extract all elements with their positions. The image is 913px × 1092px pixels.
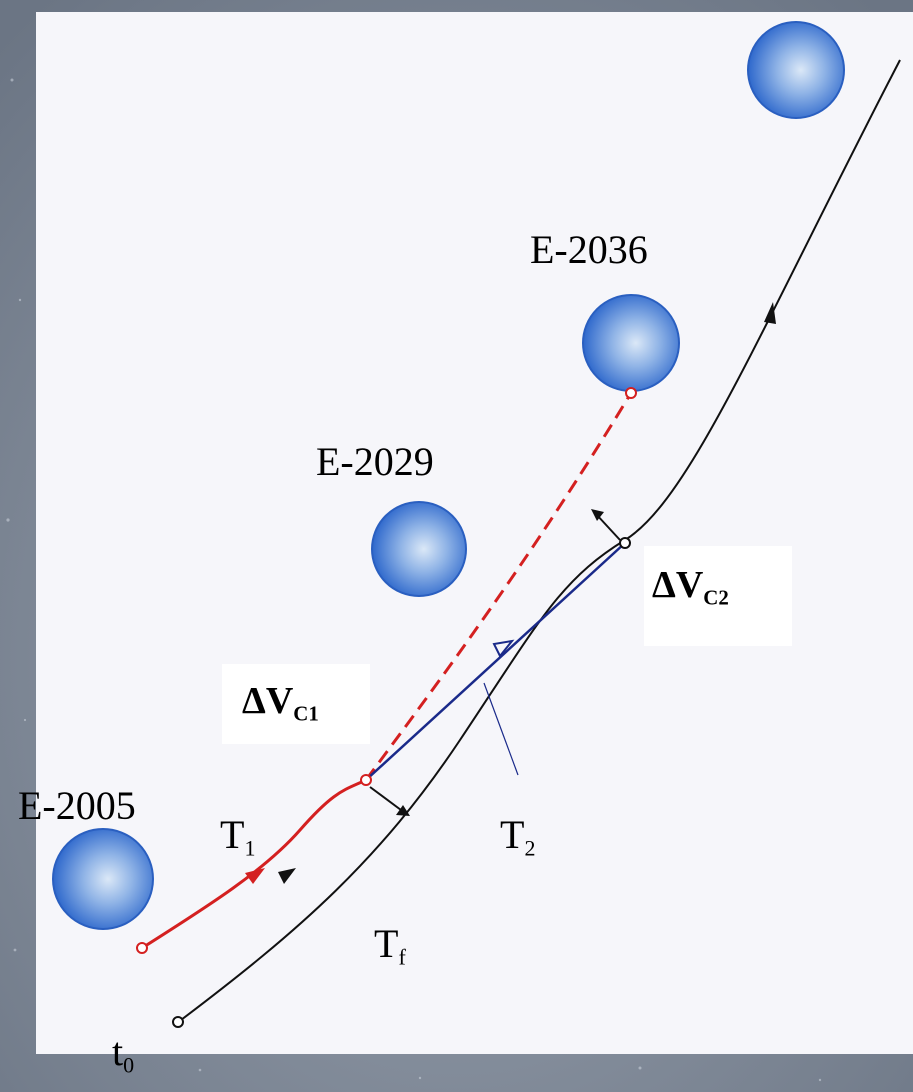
earth-2029-icon — [371, 501, 467, 597]
t0-sub: 0 — [123, 1052, 135, 1078]
arrowhead-icon — [591, 509, 604, 521]
arrowhead-icon — [396, 805, 410, 816]
arrowhead-icon — [278, 868, 296, 884]
tf-sub: f — [398, 944, 406, 970]
arrival-2036-marker — [625, 387, 637, 399]
t2-main: T — [500, 812, 525, 857]
arrowhead-icon — [764, 302, 776, 324]
label-t1: T1 — [220, 812, 255, 860]
dv-c2-main: ΔV — [652, 564, 704, 606]
arrowhead-icon — [492, 639, 515, 658]
label-t2: T2 — [500, 812, 535, 860]
label-e2036: E-2036 — [530, 227, 648, 272]
reference-trajectory-tf — [180, 59, 901, 1021]
label-dv-c2: ΔVC2 — [652, 564, 729, 608]
dv-c2-arrow — [595, 513, 621, 541]
paper-sheet — [36, 12, 913, 1054]
t0-main: t — [112, 1029, 124, 1074]
t1-main: T — [220, 812, 245, 857]
label-e2029: E-2029 — [316, 439, 434, 484]
start-point-marker — [172, 1016, 184, 1028]
label-e2005: E-2005 — [18, 783, 136, 828]
dv-c1-main: ΔV — [242, 680, 294, 722]
trajectory-t2 — [365, 542, 626, 781]
dv-c2-sub: C2 — [703, 585, 729, 610]
transfer-trajectory-t1 — [141, 778, 367, 950]
earth-top-right-icon — [747, 21, 845, 119]
label-dv-c1: ΔVC1 — [242, 680, 319, 724]
transfer-trajectory-dashed — [364, 392, 633, 781]
dv-c2-point — [619, 537, 631, 549]
earth-2036-icon — [582, 294, 680, 392]
t2-sub: 2 — [524, 835, 536, 861]
label-t0: t0 — [112, 1029, 134, 1077]
t1-start-marker — [136, 942, 148, 954]
arrowhead-icon — [245, 868, 265, 884]
tf-main: T — [374, 921, 399, 966]
dv-c1-label-background — [222, 664, 370, 744]
dv-c1-sub: C1 — [293, 701, 319, 726]
dv-c2-label-background — [644, 546, 792, 646]
dv-c1-arrow — [369, 786, 406, 814]
earth-2005-icon — [52, 828, 154, 930]
dv-c1-point — [360, 774, 372, 786]
label-tf: Tf — [374, 921, 406, 969]
t1-sub: 1 — [244, 835, 256, 861]
t2-leader-line — [483, 682, 519, 776]
